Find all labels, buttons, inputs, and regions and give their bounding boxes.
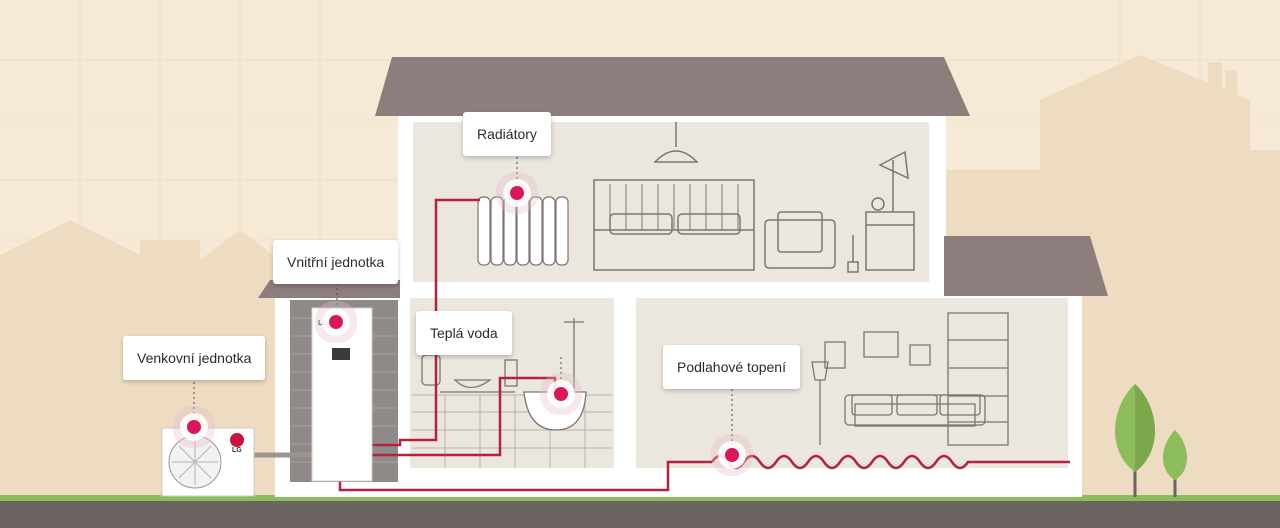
callout-radiators: Radiátory xyxy=(463,112,551,156)
living-room-furniture xyxy=(811,312,1009,446)
hotspot-floor-heating[interactable] xyxy=(725,448,739,462)
brand-logo-indoor: LG xyxy=(318,320,328,327)
callout-indoor-unit: Vnitřní jednotka xyxy=(273,240,399,284)
grass xyxy=(0,495,1280,501)
callout-outdoor-unit: Venkovní jednotka xyxy=(123,336,266,380)
ground xyxy=(0,497,1280,528)
callout-hot-water: Teplá voda xyxy=(416,311,512,355)
radiator-illustration xyxy=(477,196,569,266)
callout-floor-heating: Podlahové topení xyxy=(663,345,800,389)
hotspot-outdoor-unit[interactable] xyxy=(187,420,201,434)
hotspot-indoor-unit[interactable] xyxy=(329,315,343,329)
bedroom-furniture xyxy=(593,122,915,273)
outdoor-unit-illustration xyxy=(161,427,255,497)
brand-logo-outdoor: LG xyxy=(232,447,242,454)
leader-lines xyxy=(193,157,733,452)
indoor-unit-illustration xyxy=(311,307,373,482)
trees xyxy=(1115,384,1188,497)
hotspot-hot-water[interactable] xyxy=(554,387,568,401)
hotspot-radiators[interactable] xyxy=(510,186,524,200)
